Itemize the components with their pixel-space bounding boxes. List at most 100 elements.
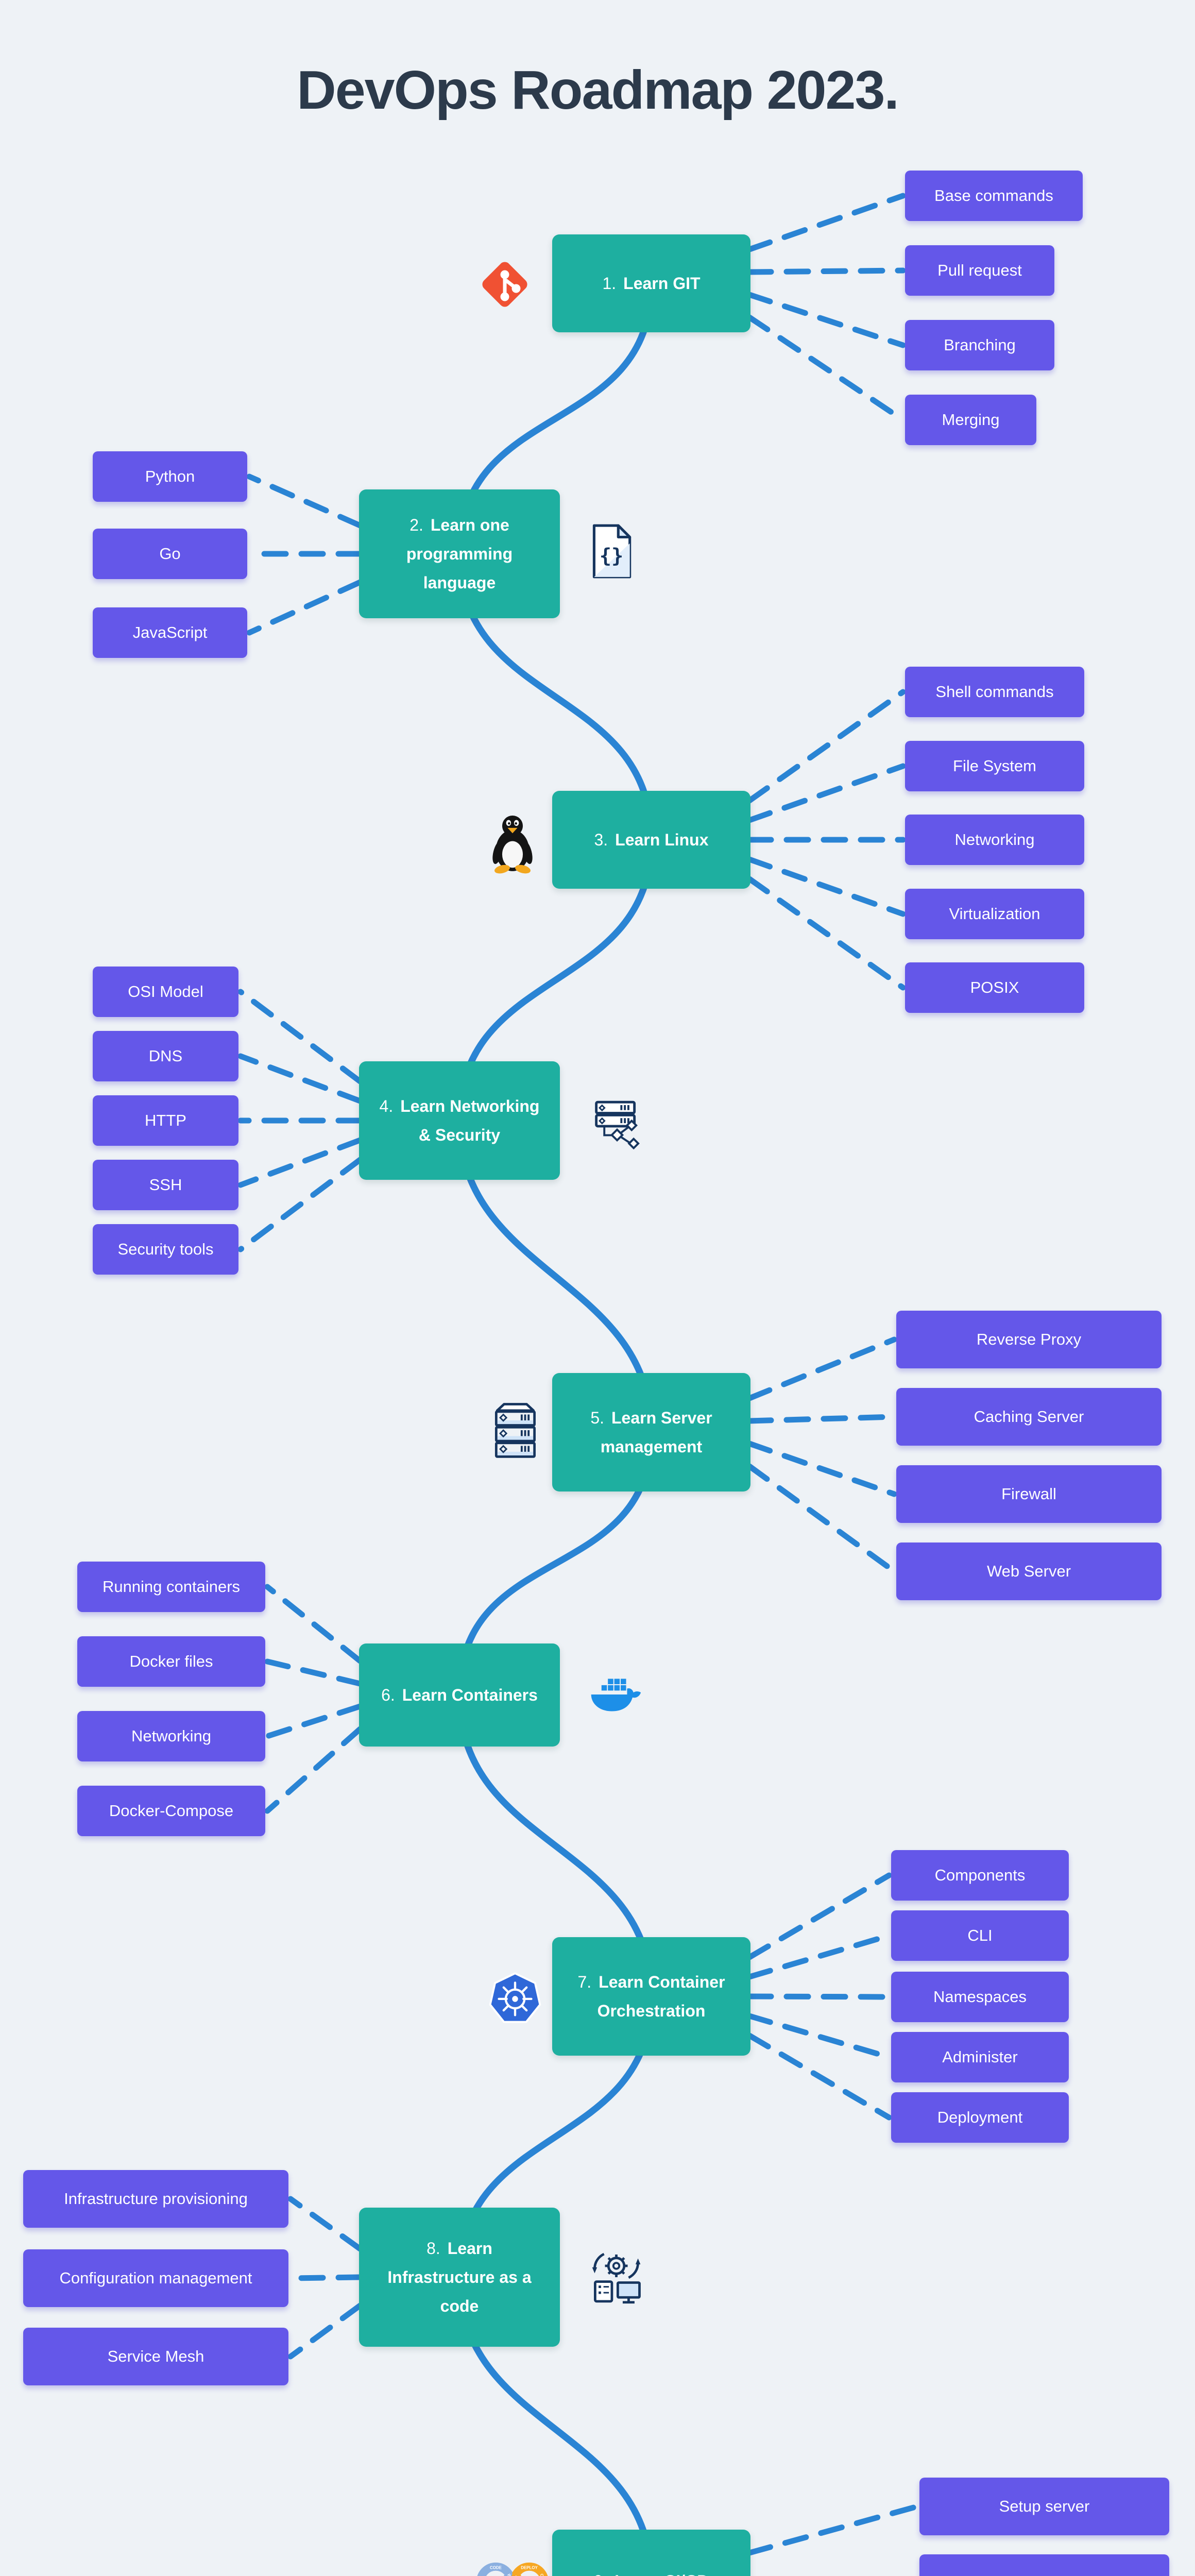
topic-node: Configuration management [23,2249,288,2307]
main-node-title: Learn one programming language [406,516,513,592]
connector-line [746,2503,920,2556]
topic-node: Web Server [896,1543,1162,1600]
connector-line [746,1872,892,1960]
main-node-title: Learn CI/CD [614,2572,709,2576]
topic-node: OSI Model [93,967,238,1017]
connector-line [237,989,363,1084]
topic-node: Service Mesh [23,2328,288,2385]
main-node-7: 7. Learn Container Orchestration [552,1937,750,2056]
connector-line [246,579,363,636]
main-node-number: 2. [409,516,423,534]
main-node-1: 1. Learn GIT [552,234,750,332]
main-node-title: Learn Containers [402,1686,538,1704]
svg-text:OPERATE: OPERATE [539,2573,550,2576]
topic-node: Components [891,1850,1069,1901]
main-node-title: Learn Networking & Security [400,1097,540,1144]
svg-text:PLAN: PLAN [506,2573,516,2576]
connector-line [746,1440,897,1497]
topic-node: Docker files [77,1636,265,1687]
main-node-number: 5. [590,1409,604,1427]
main-node-title: Learn Container Orchestration [597,1973,725,2020]
topic-node: Go [93,529,247,579]
topic-node: Virtualization [905,889,1084,939]
topic-node: DNS [93,1031,238,1081]
connector-line [264,1703,363,1739]
topic-node: Docker-Compose [77,1786,265,1836]
topic-node: Base commands [905,171,1083,221]
page-title: DevOps Roadmap 2023. [297,60,899,121]
connector-line [246,473,363,529]
main-node-title: Learn Infrastructure as a code [387,2239,532,2315]
topic-node: Infrastructure provisioning [23,2170,288,2228]
topic-node: Firewall [896,1465,1162,1523]
svg-text:CODE: CODE [490,2565,502,2570]
topic-node: Integration [919,2554,1169,2576]
main-node-4: 4. Learn Networking & Security [359,1061,560,1180]
connector-line [237,1053,363,1104]
connector-line [746,1933,892,1980]
svg-text:{}: {} [600,544,624,567]
topic-node: POSIX [905,962,1084,1013]
topic-node: HTTP [93,1095,238,1146]
topic-node: Python [93,451,247,502]
connector-line [746,314,906,423]
main-node-title: Learn Server management [600,1409,712,1456]
topic-node: Networking [77,1711,265,1761]
topic-node: Shell commands [905,667,1084,717]
main-node-number: 8. [426,2239,440,2258]
topic-node: Merging [905,395,1036,445]
connector-line [746,1993,892,2000]
connector-line [746,1414,897,1424]
connector-line [746,1336,897,1401]
topic-node: Caching Server [896,1388,1162,1446]
topic-node: Networking [905,815,1084,865]
connector-line [746,876,906,991]
main-node-9: 9. Learn CI/CD [552,2530,750,2576]
docker-whale-icon [587,1673,644,1717]
topic-node: JavaScript [93,607,247,658]
main-node-3: 3. Learn Linux [552,791,750,889]
topic-node: Pull request [905,245,1054,296]
main-node-number: 9. [594,2572,608,2576]
main-node-8: 8.Learn Infrastructure as a code [359,2208,560,2347]
topic-node: Deployment [891,2092,1069,2143]
topic-node: CLI [891,1910,1069,1961]
topic-node: Running containers [77,1562,265,1612]
topic-node: Security tools [93,1224,238,1275]
main-node-title: Learn GIT [623,274,701,293]
connector-line [264,1584,363,1664]
automation-icon [588,2250,645,2304]
connector-line [287,2196,363,2252]
connector-line [287,2274,363,2281]
connector-line [746,763,906,823]
main-node-2: 2.Learn one programming language [359,489,560,618]
code-file-icon: {} [587,522,634,580]
main-node-number: 3. [594,831,608,849]
topic-node: Reverse Proxy [896,1311,1162,1368]
connector-line [237,1157,363,1252]
connector-line [746,193,906,252]
network-security-icon [589,1099,647,1150]
topic-node: File System [905,741,1084,791]
main-node-number: 1. [602,274,617,293]
connector-line [264,1726,363,1814]
connector-line [287,2302,363,2360]
devops-loop-icon: CODE BUILD TEST PLAN RELEASE DEPLOY OPER… [472,2557,553,2576]
kubernetes-icon [488,1971,542,2025]
connector-line [237,1137,363,1188]
main-node-number: 4. [379,1097,394,1115]
connector-line [746,292,906,348]
connector-line [746,267,906,275]
connector-line [746,2013,892,2060]
connector-line [746,689,906,804]
topic-node: Setup server [919,2478,1169,2535]
main-node-title: Learn Linux [615,831,709,849]
svg-text:DEPLOY: DEPLOY [521,2565,538,2570]
connector-line [746,2032,892,2121]
main-node-number: 7. [577,1973,592,1991]
topic-node: Branching [905,320,1054,370]
topic-node: Administer [891,2032,1069,2082]
connector-line [746,856,906,917]
connector-line [746,1463,897,1574]
